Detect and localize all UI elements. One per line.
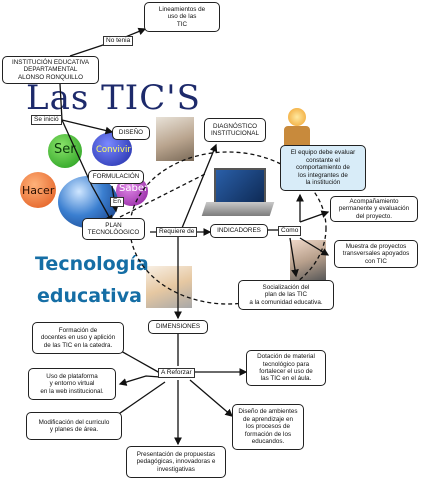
node-plan: PLAN TECNOLÓOGICO	[82, 218, 145, 240]
label-requiere-de: Requiere de	[156, 227, 198, 237]
node-formacion: Formación de docentes en uso y aplición …	[32, 322, 124, 354]
saber-word: Saber	[119, 183, 149, 194]
node-dimensiones: DIMENSIONES	[148, 320, 208, 334]
node-ambientes: Diseño de ambientes de aprendizaje en lo…	[232, 404, 304, 450]
teachers-photo-icon	[156, 117, 194, 161]
node-socializacion: Socialización del plan de las TIC a la c…	[238, 280, 334, 310]
hacer-bubble	[20, 172, 56, 208]
node-formulacion: FORMULACIÓN	[88, 170, 144, 184]
label-como: Como	[278, 226, 302, 236]
label-no-tenia: No tenia	[103, 36, 134, 46]
node-institucion: INSTITUCIÓN EDUCATIVA DEPARTAMENTAL ALON…	[2, 56, 99, 84]
las-tics-title: Las TIC'S	[26, 78, 201, 118]
ser-word: Ser	[54, 142, 76, 157]
label-a-reforzar: A Reforzar	[158, 368, 195, 378]
node-indicadores: INDICADORES	[210, 224, 268, 238]
node-lineamientos: Lineamientos de uso de las TIC	[144, 2, 220, 32]
child-computer-photo-icon	[146, 266, 192, 308]
educativa-word: educativa	[37, 285, 142, 307]
hacer-word: Hacer	[22, 184, 55, 197]
tecnologia-word: Tecnología	[35, 253, 149, 275]
label-en: En	[110, 197, 124, 207]
node-diagnostico: DIAGNÓSTICO INSTITUCIONAL	[204, 118, 266, 142]
node-acompanamiento: Acompañamiento permanente y evaluación d…	[330, 196, 418, 222]
node-muestra: Muestra de proyectos transversales apoya…	[334, 240, 418, 268]
node-diseno: DISEÑO	[112, 126, 150, 140]
node-equipo: El equipo debe evaluar constante el comp…	[280, 145, 366, 191]
node-plataforma: Uso de plataforma y entorno virtual en l…	[28, 368, 116, 400]
node-modificacion: Modificación del curriculo y planes de á…	[26, 412, 122, 440]
label-se-inicio: Se inició	[31, 115, 62, 125]
convivir-word: Convivir	[96, 145, 131, 155]
laptop-icon	[201, 168, 275, 222]
node-presentacion: Presentación de propuestas pedagógicas, …	[126, 446, 226, 478]
node-dotacion: Dotación de material tecnológico para fo…	[246, 350, 326, 386]
